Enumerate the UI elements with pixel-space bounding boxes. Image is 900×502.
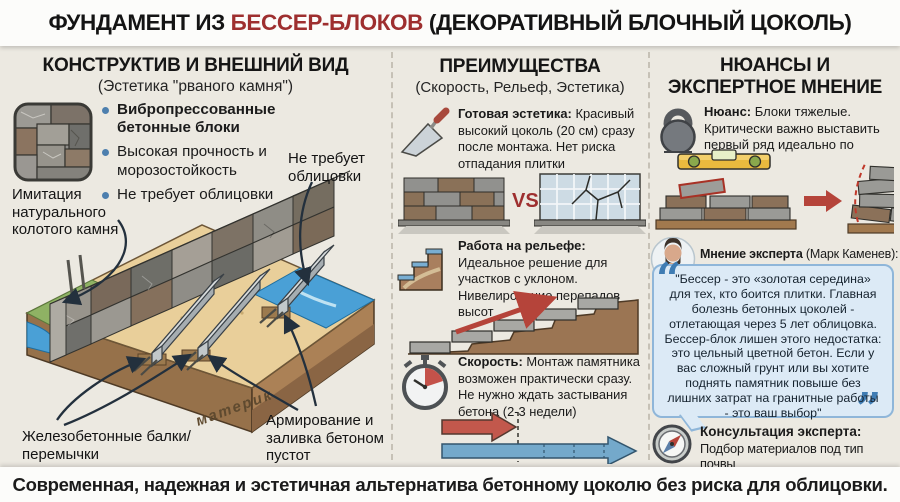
title-part2: (ДЕКОРАТИВНЫЙ БЛОЧНЫЙ ЦОКОЛЬ) bbox=[423, 10, 852, 35]
item-text: Блоки тяжелые. Критически важно выставит… bbox=[704, 104, 880, 169]
stairs-icon bbox=[397, 248, 443, 291]
advantage-item-esthetics: Готовая эстетика: Красивый высокий цокол… bbox=[458, 106, 646, 172]
advantage-item-speed: Скорость: Монтаж памятника возможен прак… bbox=[458, 354, 646, 420]
nuance-item: Нюанс: Блоки тяжелые. Критически важно в… bbox=[704, 104, 896, 171]
stone-texture-image bbox=[13, 102, 93, 182]
block-wall-image bbox=[398, 177, 510, 234]
left-column-title: КОНСТРУКТИВ И ВНЕШНИЙ ВИД bbox=[42, 55, 349, 76]
right-column-title-line2: ЭКСПЕРТНОЕ МНЕНИЕ bbox=[667, 77, 883, 98]
bullet-text: Вибропрессованные бетонные блоки bbox=[117, 101, 276, 137]
footer-text: Современная, надежная и эстетичная альте… bbox=[12, 473, 888, 495]
stopwatch-icon bbox=[402, 355, 448, 410]
footer: Современная, надежная и эстетичная альте… bbox=[0, 467, 900, 502]
item-text: Монтаж памятника возможен практически ср… bbox=[458, 354, 640, 419]
foundation-3d-diagram: материк bbox=[25, 170, 376, 434]
bullet-dot bbox=[102, 107, 109, 114]
column-divider-right bbox=[648, 52, 650, 460]
list-item: Не требует облицовки bbox=[102, 186, 342, 204]
left-column-subtitle: (Эстетика "рваного камня") bbox=[97, 78, 294, 95]
middle-column-subtitle: (Скорость, Рельеф, Эстетика) bbox=[415, 79, 625, 96]
bullet-text: Высокая прочность и морозостойкость bbox=[117, 143, 267, 179]
leveling-illustration bbox=[655, 149, 894, 234]
title-accent: БЕССЕР-БЛОКОВ bbox=[230, 10, 424, 35]
item-lead: Работа на рельефе: bbox=[458, 238, 586, 253]
open-quote-icon: “ bbox=[656, 254, 682, 305]
trowel-icon bbox=[400, 107, 450, 157]
page-title: ФУНДАМЕНТ ИЗ БЕССЕР-БЛОКОВ (ДЕКОРАТИВНЫЙ… bbox=[48, 10, 851, 36]
vs-label: VS bbox=[512, 190, 539, 212]
expert-quote-bubble bbox=[652, 264, 894, 418]
item-lead: Нюанс: bbox=[704, 104, 752, 119]
close-quote-icon: ” bbox=[856, 384, 882, 435]
column-divider-left bbox=[391, 52, 393, 460]
expert-label-lead: Мнение эксперта bbox=[700, 247, 803, 261]
expert-label-name: (Марк Каменев): bbox=[802, 247, 899, 261]
consultation-lead: Консультация эксперта: bbox=[700, 424, 862, 439]
speed-comparison-arrows bbox=[441, 412, 638, 464]
cracked-tiles-image bbox=[534, 173, 646, 234]
item-lead: Готовая эстетика: bbox=[458, 106, 572, 121]
bullet-text: Не требует облицовки bbox=[117, 185, 274, 203]
title-part1: ФУНДАМЕНТ ИЗ bbox=[48, 10, 231, 35]
label-armoring: Армирование и заливка бетоном пустот bbox=[266, 412, 384, 465]
expert-quote-text: "Бессер - это «золотая середина» для тех… bbox=[664, 272, 882, 420]
compass-icon bbox=[652, 424, 692, 464]
bullet-dot bbox=[102, 149, 109, 157]
expert-opinion-label: Мнение эксперта (Марк Каменев): bbox=[700, 247, 899, 261]
list-item: Высокая прочность и морозостойкость bbox=[102, 143, 342, 179]
item-lead: Скорость: bbox=[458, 354, 523, 369]
list-item: Вибропрессованные бетонные блоки bbox=[102, 101, 342, 137]
slope-steps-illustration bbox=[407, 290, 639, 355]
label-no-facing: Не требует облицовки bbox=[288, 150, 366, 185]
middle-column-title: ПРЕИМУЩЕСТВА bbox=[439, 56, 601, 77]
consultation-item: Консультация эксперта: Подбор материалов… bbox=[700, 424, 896, 471]
header: ФУНДАМЕНТ ИЗ БЕССЕР-БЛОКОВ (ДЕКОРАТИВНЫЙ… bbox=[0, 0, 900, 46]
label-stone-imitation: Имитация натурального колотого камня bbox=[12, 186, 119, 239]
bullet-dot bbox=[102, 191, 109, 199]
label-concrete-beams: Железобетонные балки/перемычки bbox=[22, 428, 191, 463]
right-column-title-line1: НЮАНСЫ И bbox=[720, 55, 830, 76]
item-text: Красивый высокий цоколь (20 см) сразу по… bbox=[458, 106, 635, 171]
feature-bullet-list: Вибропрессованные бетонные блоки Высокая… bbox=[102, 101, 342, 210]
